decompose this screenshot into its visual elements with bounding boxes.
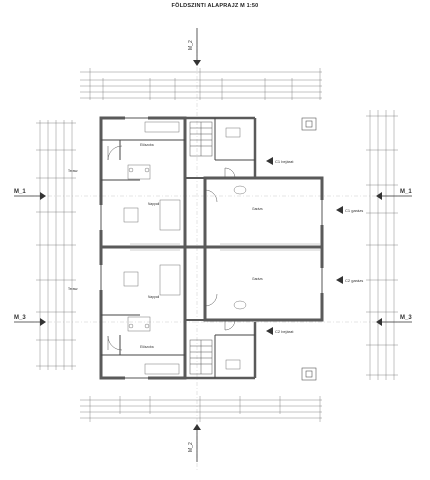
room-label-north-terrace: Terasz (68, 169, 78, 173)
section-marker-top: M_2 (188, 40, 194, 50)
room-label-south-terrace: Terasz (68, 287, 78, 291)
room-label-north-hall: Előszoba (140, 143, 154, 147)
dimension-lines-top (80, 68, 322, 100)
party-wall-hatch (130, 243, 320, 251)
stair-south (189, 339, 213, 375)
room-label-north-living: Nappali (148, 202, 159, 206)
windows (99, 116, 324, 380)
planters (301, 117, 317, 381)
section-marker-left-lower: M_3 (14, 315, 26, 321)
grid-lines (30, 40, 400, 470)
room-label-south-living: Nappali (148, 295, 159, 299)
room-label-south-hall: Előszoba (140, 345, 154, 349)
callout-garage-1: C1 garázs (345, 208, 363, 213)
callout-entrance-2: C2 bejárat (275, 329, 294, 334)
section-marker-left-upper: M_1 (14, 189, 26, 195)
dimension-lines-left (36, 120, 76, 370)
callout-garage-2: C2 garázs (345, 278, 363, 283)
dimension-lines-right (366, 110, 398, 380)
room-label-garage-2: Garázs (252, 277, 263, 281)
doors (107, 145, 236, 351)
callout-arrows (266, 157, 343, 335)
section-marker-right-lower: M_3 (400, 315, 412, 321)
furniture (123, 121, 247, 375)
drawing-title: FÖLDSZINTI ALAPRAJZ M 1:50 (171, 3, 259, 9)
section-marker-bottom: M_2 (188, 442, 194, 452)
window-lines (100, 117, 323, 379)
partitions (101, 118, 255, 378)
walls (99, 116, 324, 380)
section-markers (14, 28, 412, 462)
room-label-garage-1: Garázs (252, 207, 263, 211)
dimension-lines-bottom (80, 396, 322, 422)
stair-north (189, 121, 213, 157)
section-marker-right-upper: M_1 (400, 189, 412, 195)
callout-entrance-1: C1 bejárat (275, 159, 294, 164)
